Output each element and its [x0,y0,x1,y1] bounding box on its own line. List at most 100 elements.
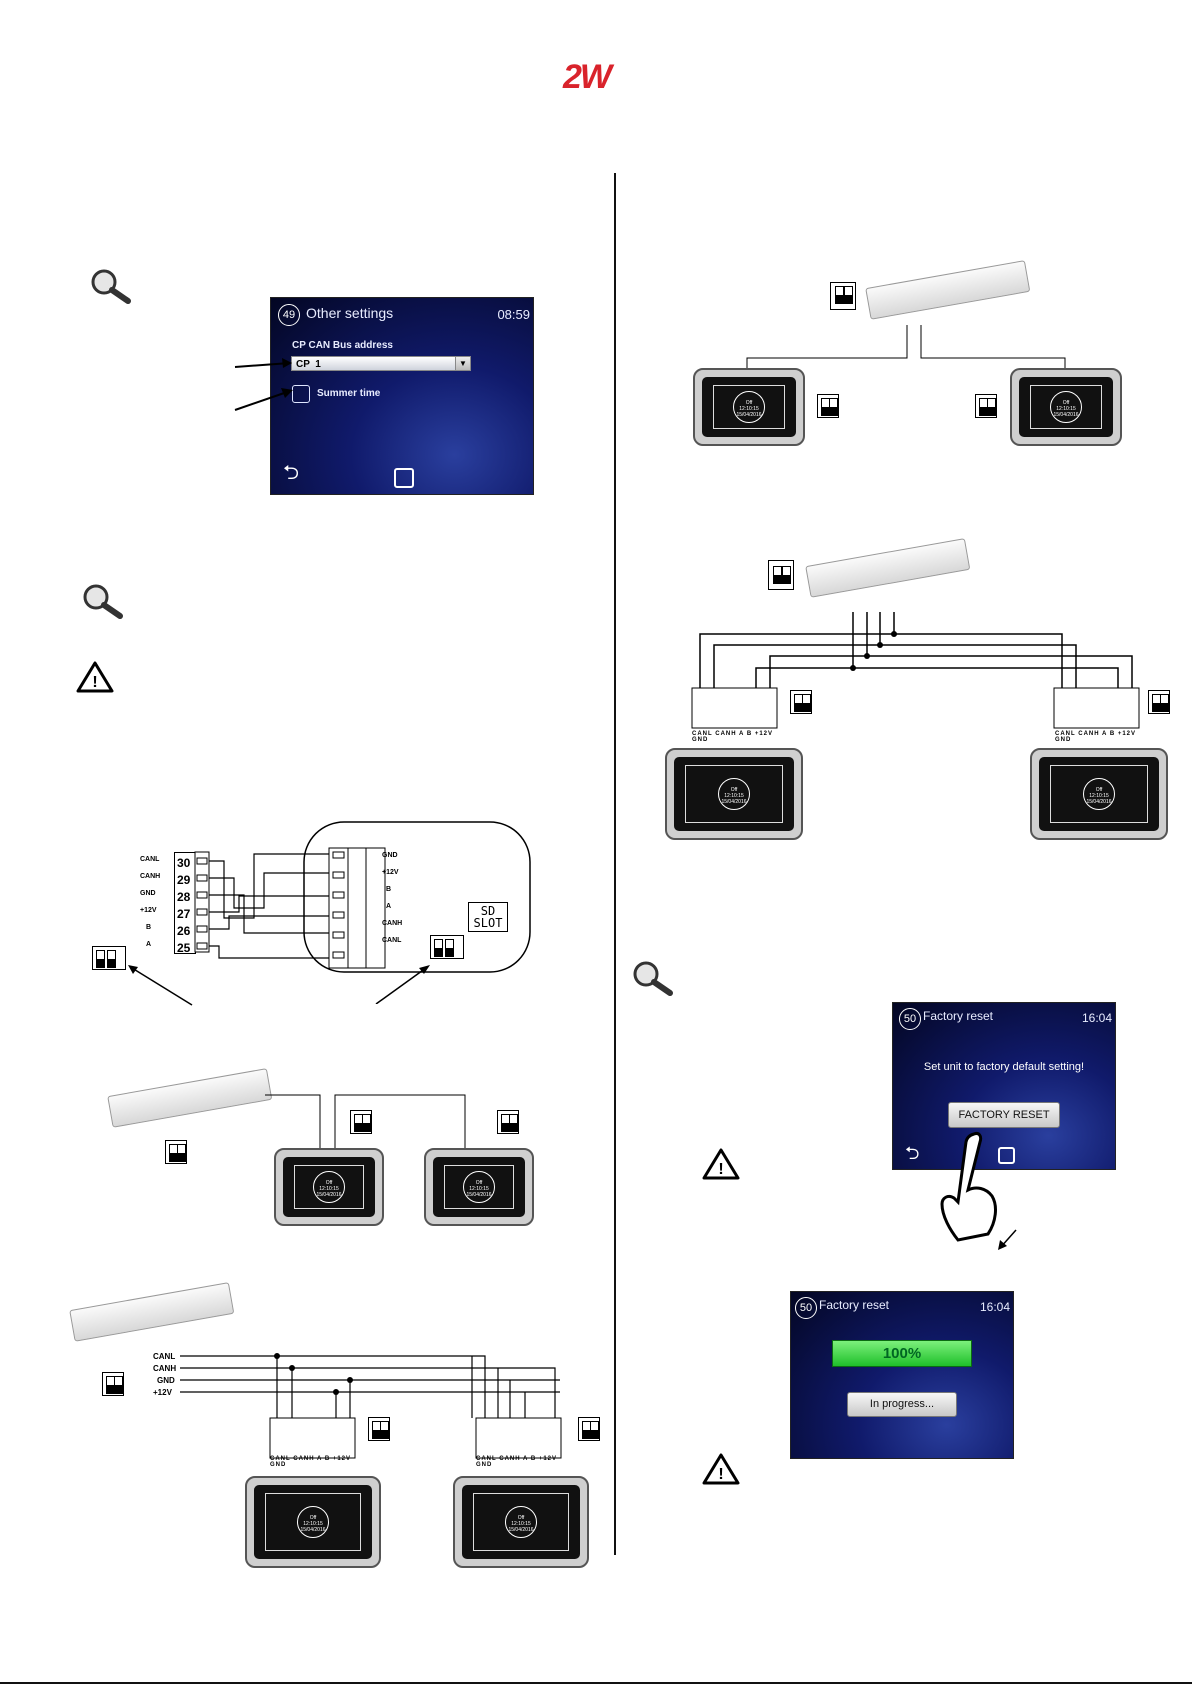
dip-switch [430,935,464,959]
dip-switch [102,1372,124,1396]
wire-label: CANL [382,937,402,944]
magnifier-icon [91,269,131,304]
in-progress-button: In progress... [847,1392,957,1417]
bus-labels: CANL CANH GND +12V [150,1349,180,1399]
wire-label: +12V [382,869,399,876]
terminal-number: 28 [177,890,191,904]
wire-label: GND [382,852,398,859]
wire-label: A [146,941,152,948]
can-address-dropdown[interactable]: CP 1 ▼ [291,356,471,371]
back-arrow-icon[interactable]: ⮌ [905,1143,920,1163]
back-arrow-icon[interactable]: ⮌ [283,462,300,484]
dip-switch [790,690,812,714]
can-address-label: CP CAN Bus address [292,340,393,351]
wire-label: B [386,886,392,893]
screen-title: Other settings [306,305,394,321]
pointer-arrows [234,358,293,411]
brand-logo: 2W [563,58,612,96]
screen-number: 50 [795,1297,817,1319]
dip-switch [1148,690,1170,714]
magnifier-icon [633,961,673,996]
factory-reset-progress-screen: 50 Factory reset 16:04 100% In progress.… [790,1291,1014,1459]
summer-time-checkbox[interactable] [292,385,310,403]
progress-bar: 100% [832,1340,972,1367]
dip-switch [768,560,794,590]
bus-label: CANH [153,1364,177,1373]
base-unit [107,1068,273,1128]
terminal-block-labels: CANL CANH A B +12V GND [692,731,774,743]
svg-text:!: ! [92,674,97,691]
wire-label: A [386,903,392,910]
factory-reset-button[interactable]: FACTORY RESET [948,1102,1060,1128]
wire-label: +12V [140,907,157,914]
svg-text:!: ! [718,1161,723,1178]
terminal-number: 27 [177,907,191,921]
other-settings-screen: 49 Other settings 08:59 CP CAN Bus addre… [270,297,534,495]
wire-label: CANH [140,873,161,880]
arrow [128,965,193,1006]
bus-label: CANL [153,1352,176,1361]
dip-switch [92,946,126,970]
base-unit [69,1282,235,1342]
reset-message: Set unit to factory default setting! [923,1061,1085,1073]
wire-label: B [146,924,152,931]
bus-wiring-lines [691,612,1140,729]
warning-icon: ! [76,661,114,693]
wiring-diagram-controller [194,821,531,1004]
dropdown-value: CP 1 [296,359,321,370]
terminal-block-labels: CANL CANH A B +12V GND [270,1456,352,1468]
hand-pointer-icon [940,1132,997,1242]
wire-label: CANL [140,856,160,863]
terminal-number-column: 30 29 28 27 26 25 [174,852,196,955]
summer-time-label: Summer time [317,388,381,399]
dip-switch [497,1110,519,1134]
home-square-icon[interactable] [998,1147,1015,1164]
bus-wiring-lines [180,1353,562,1459]
screen-number: 50 [899,1008,921,1030]
dip-switch [578,1417,600,1441]
screen-time: 16:04 [979,1300,1010,1314]
column-divider [614,173,616,1555]
base-unit [805,538,971,598]
terminal-number: 29 [177,873,191,887]
screen-number: 49 [278,304,300,326]
wiring-labels-right: GND +12V B A CANH CANL [382,852,412,962]
dip-switch [817,394,839,418]
base-unit [865,260,1031,320]
dip-switch [975,394,997,418]
svg-text:!: ! [718,1466,723,1483]
wire-label: GND [140,890,156,897]
bus-label: +12V [153,1388,172,1397]
wiring-lines [746,325,1066,370]
dip-switch [350,1110,372,1134]
home-square-icon[interactable] [394,468,414,488]
dip-switch [165,1140,187,1164]
screen-title: Factory reset [923,1009,994,1023]
dropdown-arrow-icon: ▼ [455,357,470,370]
wiring-labels-left: CANL CANH GND +12V B A [140,852,170,952]
dip-switch [830,282,856,310]
bottom-rule [0,1682,1192,1684]
dip-switch [368,1417,390,1441]
terminal-number: 25 [177,941,191,955]
bus-label: GND [157,1376,175,1385]
screen-time: 08:59 [497,307,530,322]
factory-reset-screen: 50 Factory reset 16:04 Set unit to facto… [892,1002,1116,1170]
warning-icon: ! [702,1148,740,1180]
